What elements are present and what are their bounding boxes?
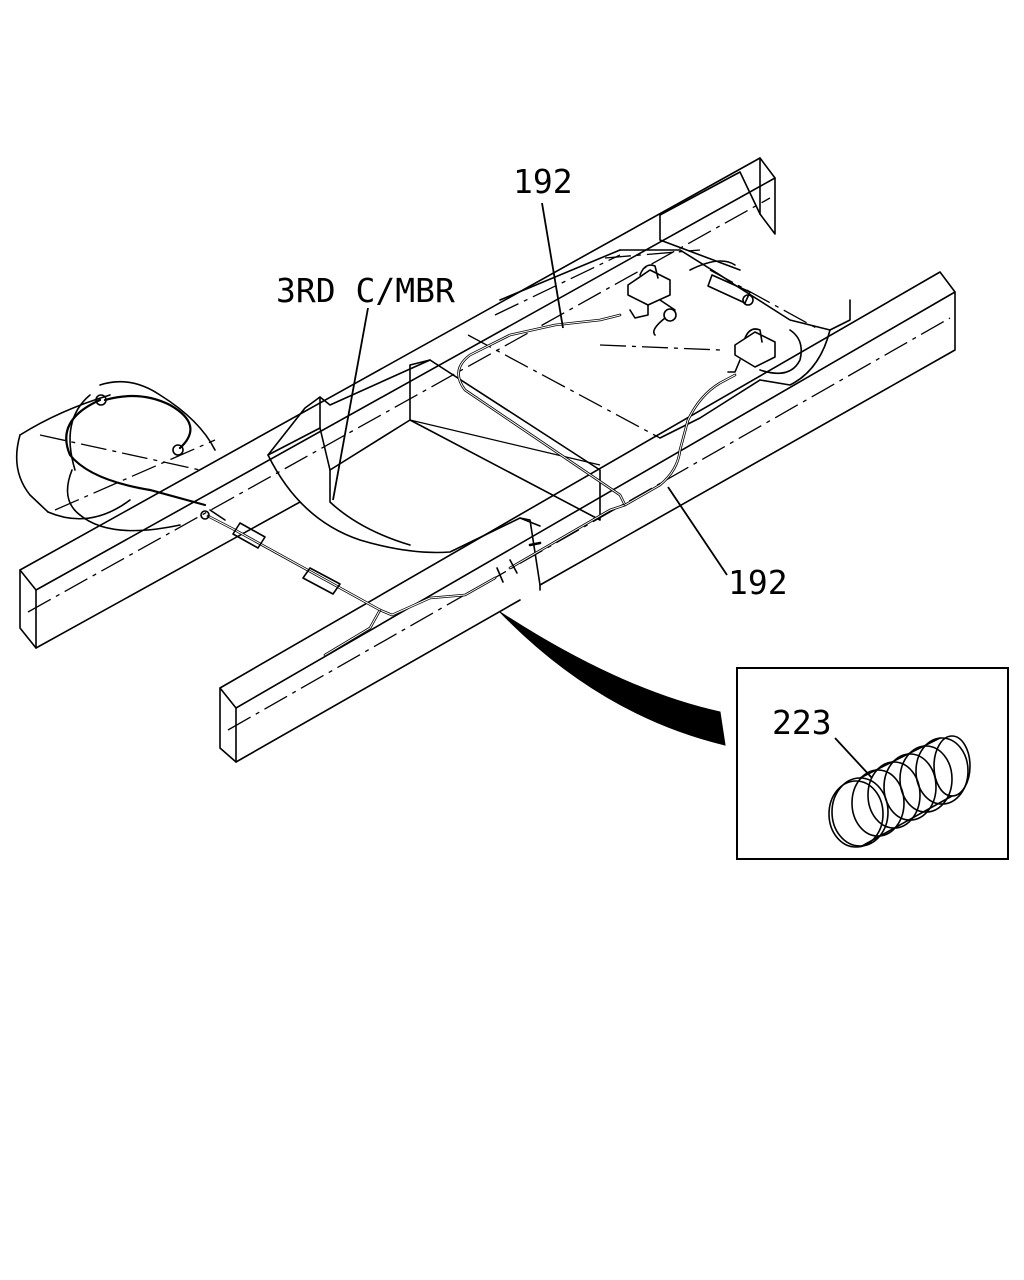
detail-box xyxy=(736,667,1009,860)
coil-protector-223 xyxy=(828,735,971,848)
third-crossmember xyxy=(267,359,601,554)
label-third-crossmember: 3RD C/MBR xyxy=(276,271,455,310)
brake-pipe-192 xyxy=(206,313,737,657)
tube-clip-icon xyxy=(200,509,518,595)
air-tanks xyxy=(15,380,216,532)
sensor-valve-icon xyxy=(627,260,803,375)
label-192-top: 192 xyxy=(513,162,573,201)
rear-crossmember xyxy=(467,214,851,439)
callout-pointer xyxy=(499,611,726,746)
frame-rail-right xyxy=(219,271,956,763)
label-223: 223 xyxy=(772,703,832,742)
leader-lines xyxy=(332,202,873,779)
label-192-bottom: 192 xyxy=(728,563,788,602)
frame-rail-left xyxy=(19,157,776,649)
